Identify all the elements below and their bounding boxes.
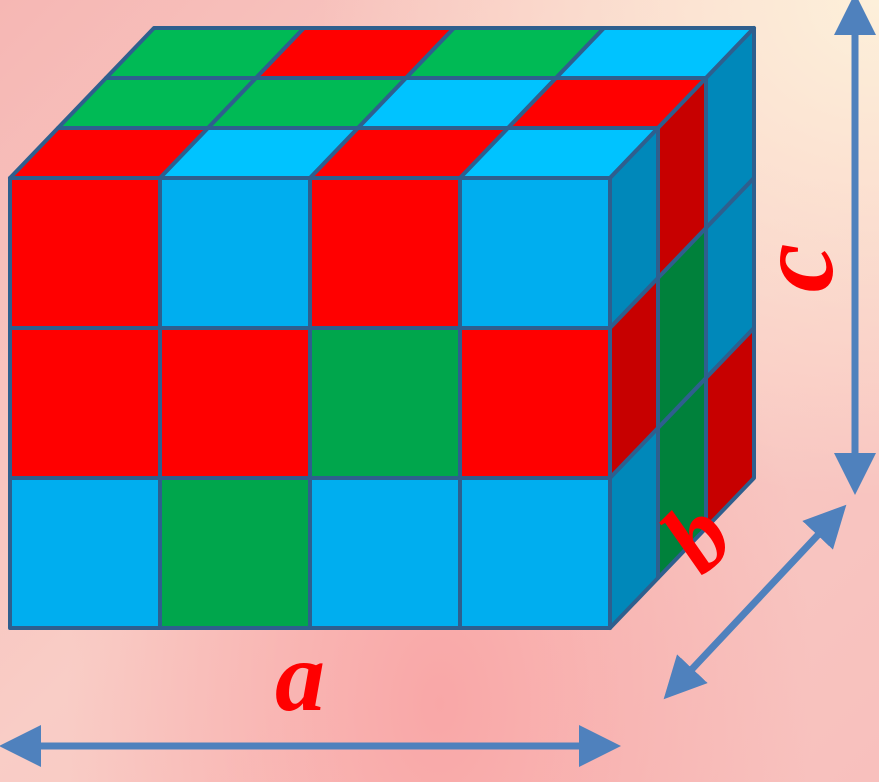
- front-cube-face: [308, 326, 462, 480]
- front-cube-face: [458, 326, 612, 480]
- dimension-b-arrow: [663, 504, 847, 700]
- dimension-b: b: [639, 479, 847, 700]
- front-cube-face: [158, 176, 312, 330]
- dimension-a: a: [0, 621, 621, 767]
- front-cube-face: [8, 476, 162, 630]
- front-cube-face: [8, 326, 162, 480]
- dimension-a-label: a: [275, 621, 325, 732]
- dimension-c: c: [734, 0, 876, 495]
- front-cube-face: [308, 476, 462, 630]
- front-cube-face: [308, 176, 462, 330]
- dimension-c-label: c: [734, 244, 856, 293]
- front-cube-face: [8, 176, 162, 330]
- front-cube-face: [158, 476, 312, 630]
- unit-cubes: [8, 26, 756, 630]
- front-cube-face: [458, 476, 612, 630]
- front-cube-face: [458, 176, 612, 330]
- front-cube-face: [158, 326, 312, 480]
